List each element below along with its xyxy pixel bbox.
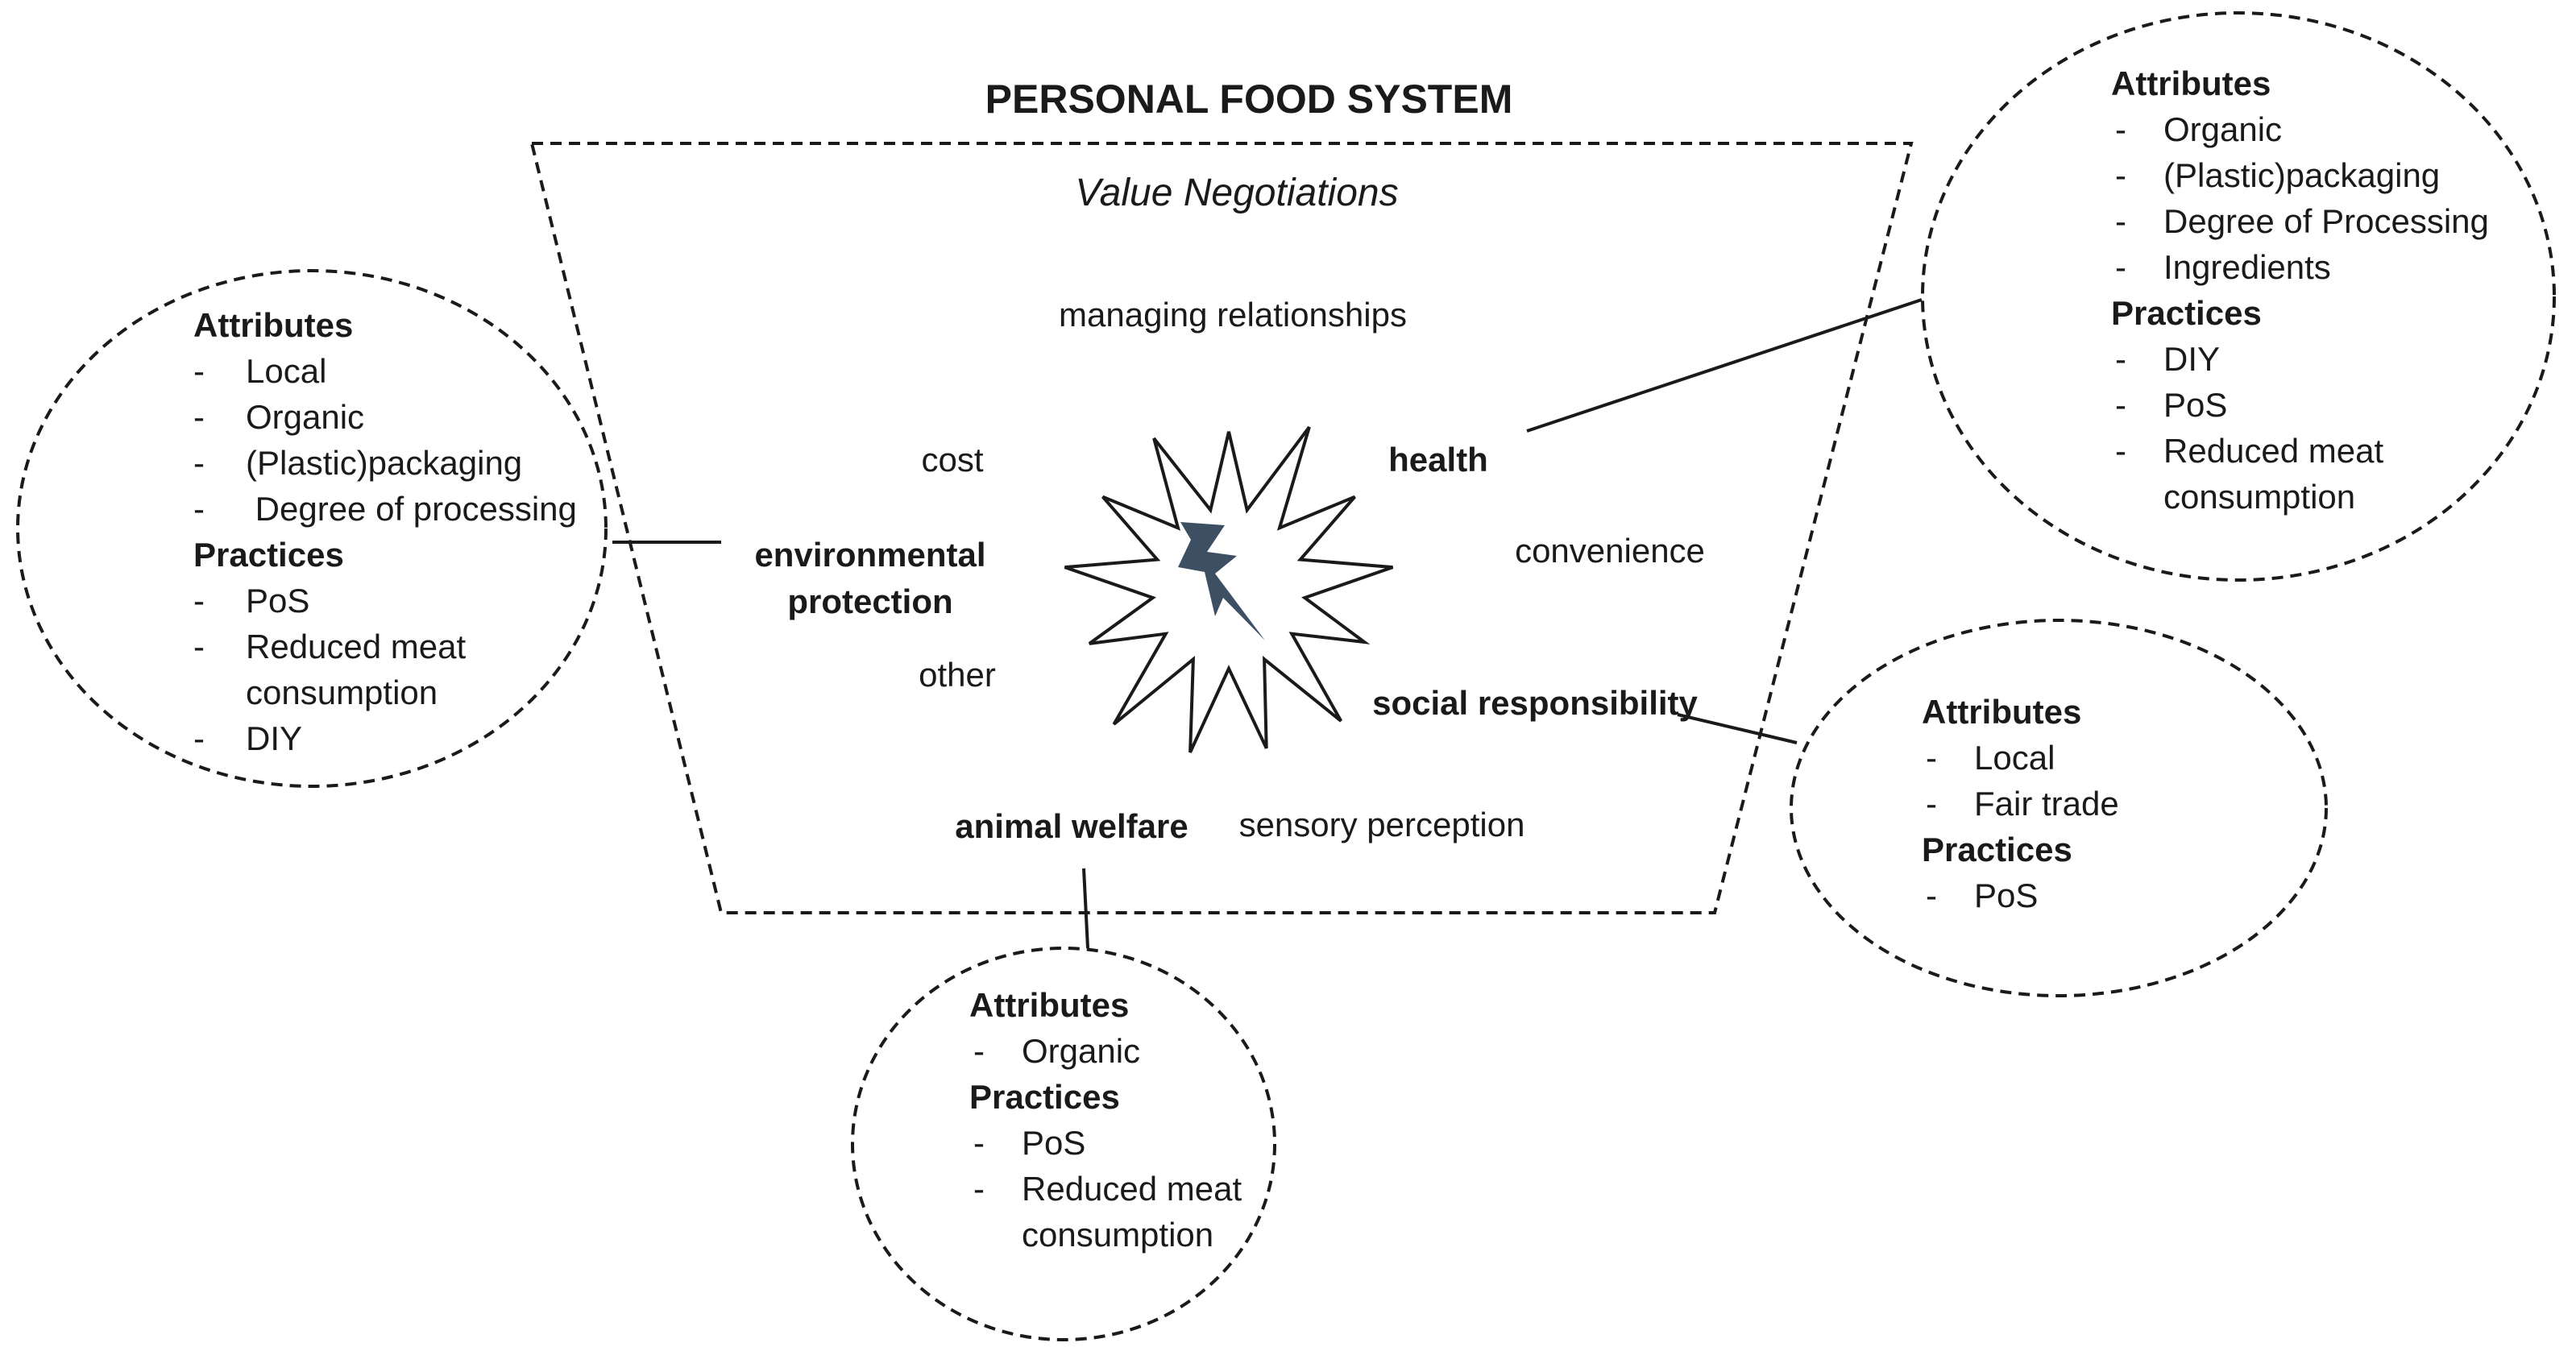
diagram-title: PERSONAL FOOD SYSTEM bbox=[985, 77, 1513, 122]
svg-text:-: - bbox=[973, 1170, 985, 1208]
svg-text:-: - bbox=[1926, 785, 1937, 823]
connector-animal-welfare bbox=[1082, 868, 1089, 949]
attribute-item: (Plastic)packaging bbox=[2163, 156, 2440, 194]
svg-text:-: - bbox=[2115, 202, 2126, 240]
value-sensory-perception: sensory perception bbox=[1239, 806, 1525, 843]
attribute-item: Organic bbox=[1022, 1032, 1140, 1070]
value-animal-welfare: animal welfare bbox=[955, 807, 1188, 845]
attribute-item: Ingredients bbox=[2163, 248, 2331, 286]
value-other: other bbox=[919, 656, 996, 694]
conflict-starburst-icon bbox=[1064, 425, 1394, 753]
svg-text:-: - bbox=[193, 582, 205, 620]
practice-item: DIY bbox=[246, 719, 302, 757]
practice-item: consumption bbox=[2163, 478, 2355, 516]
value-cost: cost bbox=[921, 441, 983, 479]
attributes-heading: Attributes bbox=[193, 306, 353, 344]
lightning-bolt-icon bbox=[1178, 522, 1265, 640]
attribute-item: Degree of Processing bbox=[2163, 202, 2489, 240]
attribute-item: Organic bbox=[2163, 110, 2282, 148]
box-health: Attributes - Organic - (Plastic)packagin… bbox=[2111, 64, 2489, 516]
svg-text:-: - bbox=[2115, 340, 2126, 378]
ellipse-health bbox=[1921, 11, 2556, 582]
value-negotiations-subtitle: Value Negotiations bbox=[1075, 172, 1398, 214]
attributes-heading: Attributes bbox=[1922, 693, 2081, 731]
attributes-heading: Attributes bbox=[2111, 64, 2271, 102]
value-environmental-line2: protection bbox=[787, 582, 952, 620]
attribute-item: Organic bbox=[246, 398, 364, 436]
value-managing-relationships: managing relationships bbox=[1059, 296, 1407, 334]
attribute-item: Local bbox=[1974, 739, 2055, 777]
practice-item: DIY bbox=[2163, 340, 2220, 378]
attribute-item: Fair trade bbox=[1974, 785, 2119, 823]
attribute-item: (Plastic)packaging bbox=[246, 444, 522, 482]
svg-text:-: - bbox=[1926, 876, 1937, 914]
svg-text:-: - bbox=[973, 1032, 985, 1070]
ellipse-animal-welfare bbox=[851, 947, 1276, 1341]
svg-text:-: - bbox=[193, 719, 205, 757]
practice-item: Reduced meat bbox=[1022, 1170, 1242, 1208]
svg-text:-: - bbox=[2115, 432, 2126, 470]
box-animal-welfare: Attributes - Organic Practices - PoS - R… bbox=[969, 986, 1242, 1254]
attributes-heading: Attributes bbox=[969, 986, 1129, 1024]
svg-text:-: - bbox=[193, 490, 205, 528]
svg-text:-: - bbox=[193, 628, 205, 665]
practices-heading: Practices bbox=[969, 1078, 1120, 1116]
practice-item: PoS bbox=[1974, 876, 2038, 914]
practice-item: PoS bbox=[1022, 1124, 1085, 1162]
practice-item: PoS bbox=[246, 582, 309, 620]
value-social-responsibility: social responsibility bbox=[1372, 684, 1698, 722]
value-environmental-line1: environmental bbox=[754, 536, 985, 574]
box-social: Attributes - Local - Fair trade Practice… bbox=[1922, 693, 2119, 914]
connector-health bbox=[1526, 298, 1923, 433]
ellipse-environmental bbox=[16, 269, 608, 788]
svg-text:-: - bbox=[193, 444, 205, 482]
food-system-boundary bbox=[529, 142, 1914, 914]
ellipse-social bbox=[1790, 619, 2328, 997]
svg-text:-: - bbox=[1926, 739, 1937, 777]
svg-text:-: - bbox=[193, 398, 205, 436]
practice-item: consumption bbox=[1022, 1216, 1213, 1254]
svg-text:-: - bbox=[2115, 156, 2126, 194]
svg-text:-: - bbox=[2115, 386, 2126, 424]
practices-heading: Practices bbox=[1922, 831, 2072, 868]
practices-heading: Practices bbox=[193, 536, 344, 574]
svg-text:-: - bbox=[973, 1124, 985, 1162]
practices-heading: Practices bbox=[2111, 294, 2262, 332]
practice-item: consumption bbox=[246, 673, 438, 711]
svg-text:-: - bbox=[2115, 248, 2126, 286]
attribute-item: Local bbox=[246, 352, 326, 390]
value-health: health bbox=[1388, 441, 1488, 479]
value-convenience: convenience bbox=[1515, 532, 1705, 570]
svg-text:-: - bbox=[2115, 110, 2126, 148]
practice-item: Reduced meat bbox=[2163, 432, 2383, 470]
connector-social bbox=[1677, 713, 1798, 744]
box-environmental: Attributes - Local - Organic - (Plastic)… bbox=[193, 306, 577, 757]
attribute-item: Degree of processing bbox=[246, 490, 577, 528]
practice-item: PoS bbox=[2163, 386, 2227, 424]
practice-item: Reduced meat bbox=[246, 628, 466, 665]
svg-text:-: - bbox=[193, 352, 205, 390]
